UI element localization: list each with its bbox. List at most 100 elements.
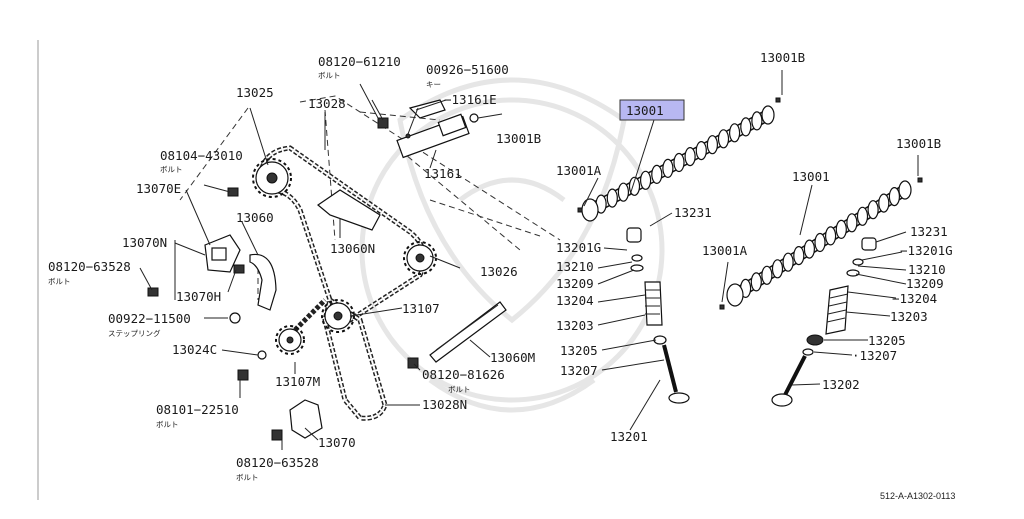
cam-lobe xyxy=(803,239,816,259)
valve-assembly-middle xyxy=(626,227,690,404)
label-08104-43010: 08104−43010 xyxy=(160,148,243,163)
label-13205-mid: 13205 xyxy=(560,343,598,358)
cam-lobe xyxy=(814,232,826,253)
label-13026: 13026 xyxy=(480,264,518,279)
label-08120-61210: 08120−61210 xyxy=(318,54,401,69)
label-13028: 13028 xyxy=(308,96,346,111)
cam-lobe xyxy=(740,117,752,137)
label-13025: 13025 xyxy=(236,85,274,100)
label-08104-43010-sub: ボルト xyxy=(160,165,183,174)
cam-lobe xyxy=(888,187,901,207)
label-13001a-top: 13001A xyxy=(556,163,602,178)
cam-lobe xyxy=(628,176,641,196)
label-08101-22510-sub: ボルト xyxy=(156,420,179,429)
label-13024c: 13024C xyxy=(172,342,217,357)
label-13201g-mid: 13201G xyxy=(556,240,601,255)
label-00926-51600-sub: キー xyxy=(426,80,441,89)
label-13201: 13201 xyxy=(610,429,648,444)
cam-lobe xyxy=(761,265,773,285)
timing-chain-upper xyxy=(259,145,427,323)
cam-lobe xyxy=(606,188,618,208)
cam-sprocket-right xyxy=(403,241,437,275)
cam-lobe xyxy=(751,111,763,131)
cam-lobe xyxy=(673,152,685,173)
label-08101-22510: 08101−22510 xyxy=(156,402,239,417)
chain-damper-13060n xyxy=(317,189,381,231)
label-13161: 13161 xyxy=(424,166,462,181)
cam-lobe xyxy=(706,135,719,155)
label-13204-mid: 13204 xyxy=(556,293,594,308)
label-13207-right: ·13207 xyxy=(852,348,897,363)
cam-lobe xyxy=(750,272,762,292)
camshaft-13001-right xyxy=(719,177,923,310)
idler-sprocket xyxy=(321,299,355,333)
tensioner-13070e xyxy=(204,234,241,273)
cam-lobe xyxy=(835,219,847,239)
cam-lobe xyxy=(782,252,794,272)
label-13210-mid: 13210 xyxy=(556,259,594,274)
label-13203-right: 13203 xyxy=(890,309,928,324)
cam-lobe xyxy=(824,226,837,246)
tensioner-arm-13060 xyxy=(249,253,277,311)
leader-lines xyxy=(139,70,919,450)
highlight-box-13001 xyxy=(619,99,685,121)
label-13202: 13202 xyxy=(822,377,860,392)
label-13060n: 13060N xyxy=(330,241,375,256)
cam-lobe xyxy=(717,129,730,149)
label-13070h: 13070H xyxy=(176,289,221,304)
chain-damper-13060m xyxy=(429,301,507,363)
tensioner-13070 xyxy=(289,399,323,439)
label-13070n: 13070N xyxy=(122,235,167,250)
label-08120-63528-top: 08120−63528 xyxy=(48,259,131,274)
label-13231-mid: 13231 xyxy=(674,205,712,220)
label-13231-right: 13231 xyxy=(910,224,948,239)
label-13205-right: 13205 xyxy=(868,333,906,348)
label-13001b-top: 13001B xyxy=(760,50,805,65)
label-13060: 13060 xyxy=(236,210,274,225)
cam-lobe xyxy=(728,123,741,143)
label-13204-right: −13204 xyxy=(892,291,937,306)
label-13001b-right: 13001B xyxy=(896,136,941,151)
label-08120-63528-bot: 08120−63528 xyxy=(236,455,319,470)
label-13107: 13107 xyxy=(402,301,440,316)
label-00922-11500: 00922−11500 xyxy=(108,311,191,326)
label-13028n: 13028N xyxy=(422,397,467,412)
label-13207-mid: 13207 xyxy=(560,363,598,378)
label-13209-right: 13209 xyxy=(906,276,944,291)
label-08120-63528-bot-sub: ボルト xyxy=(236,473,259,482)
label-08120-61210-sub: ボルト xyxy=(318,71,341,80)
cam-lobe xyxy=(695,141,707,161)
crank-sprocket xyxy=(275,325,305,355)
label-13210-right: 13210 xyxy=(908,262,946,277)
label-13203-mid: 13203 xyxy=(556,318,594,333)
cam-lobe xyxy=(662,158,674,178)
cam-lobe xyxy=(684,147,696,167)
label-13070: 13070 xyxy=(318,435,356,450)
label-00926-51600: 00926−51600 xyxy=(426,62,509,77)
camshaft-sprocket-shaft-13161 xyxy=(396,99,470,159)
label-08120-81626: 08120−81626 xyxy=(422,367,505,382)
camshaft-13001-middle xyxy=(577,97,781,222)
label-13161e: −13161E xyxy=(444,92,497,107)
label-13001-right: 13001 xyxy=(792,169,830,184)
timing-chain-lower xyxy=(293,295,388,421)
label-08120-81626-sub: ボルト xyxy=(448,385,471,394)
cam-lobe xyxy=(867,200,879,220)
footer-diagram-code: 512-A-A1302-0113 xyxy=(880,491,955,501)
label-13060m: 13060M xyxy=(490,350,535,365)
label-08120-63528-top-sub: ボルト xyxy=(48,277,71,286)
label-13001b-mid: 13001B xyxy=(496,131,541,146)
label-13001-highlight: 13001 xyxy=(626,103,664,118)
label-13070e: 13070E xyxy=(136,181,181,196)
bolts xyxy=(147,99,479,441)
cam-lobe xyxy=(846,213,858,233)
cam-lobe xyxy=(617,182,630,202)
cam-lobe xyxy=(793,246,805,266)
label-13201g-right: −13201G xyxy=(900,243,953,258)
part-labels: 13025 13028 08120−61210 ボルト 00926−51600 … xyxy=(48,50,953,482)
cam-lobe xyxy=(651,164,663,184)
cam-lobe xyxy=(639,170,652,190)
cam-lobe xyxy=(856,206,869,226)
valve-assembly-right xyxy=(771,237,877,407)
